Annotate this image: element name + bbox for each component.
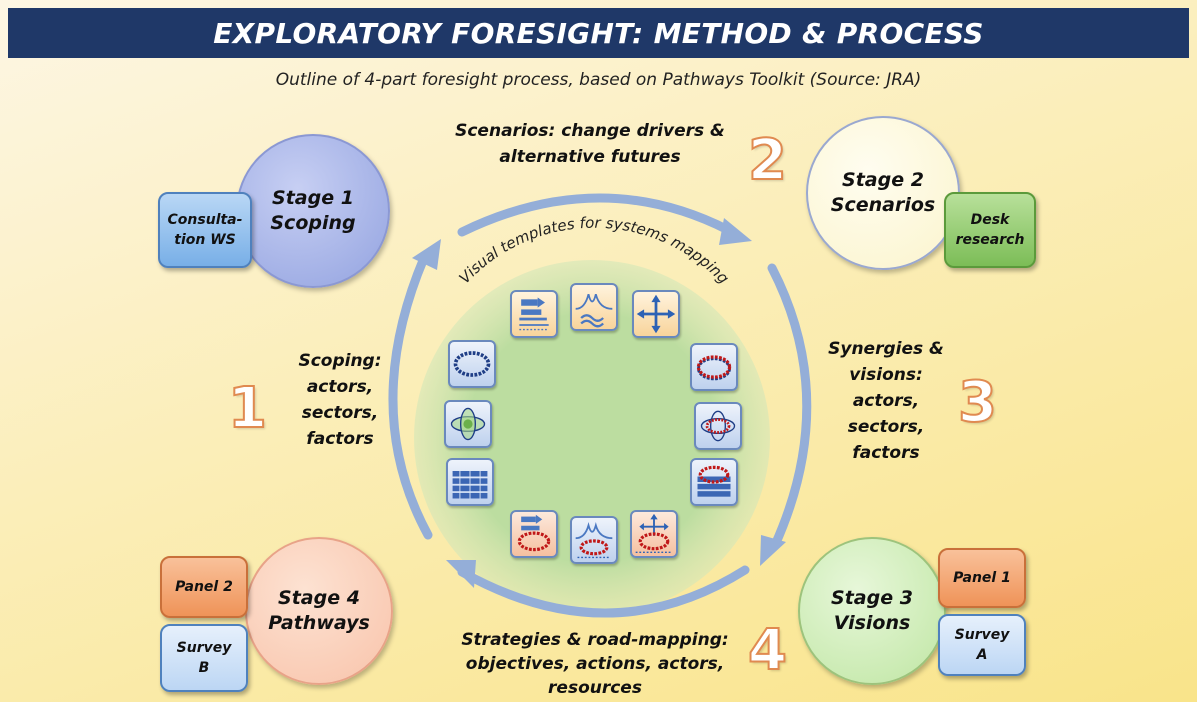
description-line: sectors,: [847, 417, 925, 437]
synergies-description: Synergies & visions: actors, sectors, fa…: [818, 336, 954, 466]
box-line: research: [955, 232, 1025, 248]
center-disc: [414, 260, 770, 616]
template-tile: [448, 340, 496, 388]
box-line: Desk: [970, 212, 1010, 228]
stage4-circle: Stage 4 Pathways: [245, 537, 393, 685]
stage3-name: Visions: [833, 612, 911, 634]
template-tile: [630, 510, 678, 558]
page-title: EXPLORATORY FORESIGHT: METHOD & PROCESS: [213, 16, 984, 50]
description-line: resources: [548, 678, 642, 698]
panel1-box: Panel 1: [938, 548, 1026, 608]
description-line: sectors,: [301, 403, 379, 423]
subtitle: Outline of 4-part foresight process, bas…: [275, 70, 922, 90]
template-tile: [444, 400, 492, 448]
description-line: alternative futures: [499, 147, 681, 167]
template-tile: [570, 516, 618, 564]
template-tile: [690, 343, 738, 391]
box-line: B: [198, 660, 210, 676]
stage1-circle: Stage 1 Scoping: [236, 134, 390, 288]
stage3-number-label: Stage 3: [831, 587, 913, 609]
stage1-number-label: Stage 1: [272, 187, 354, 209]
description-line: actors,: [306, 377, 374, 397]
ring-blue-icon: [453, 351, 491, 377]
petals-red-icon: [700, 410, 736, 442]
description-line: visions:: [849, 365, 923, 385]
box-line: Consulta-: [167, 212, 243, 228]
flow-chart-red-icon: [517, 514, 551, 552]
four-arrows-red-icon: [635, 513, 673, 554]
desk-research-box: Desk research: [944, 192, 1036, 268]
box-line: Survey: [954, 627, 1010, 643]
panel2-box: Panel 2: [160, 556, 248, 618]
four-arrows-icon: [636, 294, 676, 334]
box-line: A: [976, 647, 988, 663]
template-tile: [690, 458, 738, 506]
description-line: factors: [306, 429, 374, 449]
description-line: objectives, actions, actors,: [465, 654, 725, 674]
template-tile: [446, 458, 494, 506]
number-1: 1: [227, 375, 268, 442]
number-4: 4: [747, 617, 788, 684]
description-line: Strategies & road-mapping:: [461, 630, 729, 650]
stage2-circle: Stage 2 Scenarios: [806, 116, 960, 270]
curves-icon: [575, 293, 613, 328]
scenarios-description: Scenarios: change drivers & alternative …: [430, 118, 750, 170]
arrowhead-stage3: [760, 535, 786, 566]
arrowhead-stage1: [412, 239, 441, 270]
curves-red-icon: [575, 522, 613, 559]
arrow-to-stage3: [767, 263, 812, 550]
stack-red-icon: [697, 465, 731, 497]
flow-chart-icon: [519, 297, 549, 331]
scoping-description: Scoping: actors, sectors, factors: [282, 348, 398, 452]
description-line: Synergies &: [828, 339, 944, 359]
arrowhead-stage4: [446, 560, 476, 588]
survey-a-box: Survey A: [938, 614, 1026, 676]
description-line: actors,: [852, 391, 920, 411]
survey-b-box: Survey B: [160, 624, 248, 692]
template-tile: [632, 290, 680, 338]
stack-blue-icon: [452, 471, 488, 499]
stage2-number-label: Stage 2: [842, 169, 924, 191]
description-line: factors: [852, 443, 920, 463]
box-line: Panel 1: [953, 570, 1011, 586]
stage4-number-label: Stage 4: [278, 587, 360, 609]
consultation-box: Consulta- tion WS: [158, 192, 252, 268]
template-tile: [570, 283, 618, 331]
template-tile: [694, 402, 742, 450]
arrow-to-stage4: [457, 565, 750, 618]
number-2: 2: [747, 127, 788, 194]
stage1-name: Scoping: [270, 212, 356, 234]
box-line: tion WS: [174, 232, 236, 248]
box-line: Panel 2: [175, 579, 233, 595]
box-line: Survey: [176, 640, 232, 656]
strategies-description: Strategies & road-mapping: objectives, a…: [440, 628, 750, 700]
arrowhead-stage2: [719, 218, 752, 245]
arrow-to-stage1: [388, 253, 433, 540]
stage3-circle: Stage 3 Visions: [798, 537, 946, 685]
number-3: 3: [957, 369, 998, 436]
template-tile: [510, 510, 558, 558]
title-banner: EXPLORATORY FORESIGHT: METHOD & PROCESS: [8, 8, 1189, 58]
arrow-to-stage2: [457, 193, 733, 237]
stage2-name: Scenarios: [830, 194, 936, 216]
cycle-arrows: [388, 193, 812, 618]
description-line: Scoping:: [298, 351, 382, 371]
stage4-name: Pathways: [268, 612, 370, 634]
ring-red-icon: [696, 355, 732, 381]
template-tile: [510, 290, 558, 338]
petals-green-icon: [450, 407, 486, 441]
description-line: Scenarios: change drivers &: [455, 121, 725, 141]
